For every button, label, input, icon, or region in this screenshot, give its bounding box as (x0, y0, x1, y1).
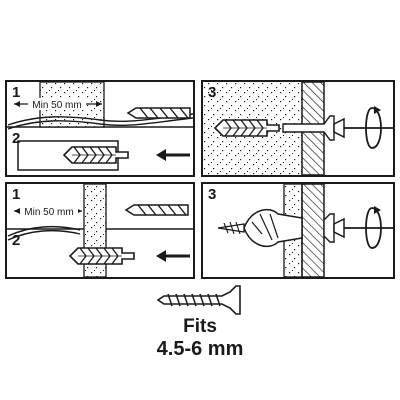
step-number: 2 (12, 232, 20, 249)
step-number: 2 (12, 130, 20, 147)
dimension-label: Min 50 mm (32, 100, 81, 111)
panel-bottom-left (5, 182, 195, 279)
rotate-icon (365, 105, 382, 149)
drill-bit-icon (125, 204, 189, 216)
arrow-left-icon (154, 248, 192, 264)
arrow-left-icon (154, 147, 192, 163)
wall-plug-icon (69, 247, 135, 265)
step-number: 3 (208, 84, 216, 101)
dimension-label: Min 50 mm (24, 207, 73, 218)
screwdriver-icon (333, 118, 395, 138)
expanded-plug-icon (243, 208, 303, 248)
step-number: 3 (208, 186, 216, 203)
rotate-icon (365, 205, 382, 249)
step-number: 1 (12, 84, 20, 101)
size-range-label: 4.5-6 mm (156, 338, 244, 360)
screw-icon (156, 285, 241, 315)
panel-top-left (5, 80, 195, 177)
screwdriver-icon (333, 218, 395, 238)
step-number: 1 (12, 186, 20, 203)
fits-label: Fits (183, 316, 217, 337)
panel-bottom-right (201, 182, 395, 279)
drill-bit-icon (127, 107, 191, 119)
